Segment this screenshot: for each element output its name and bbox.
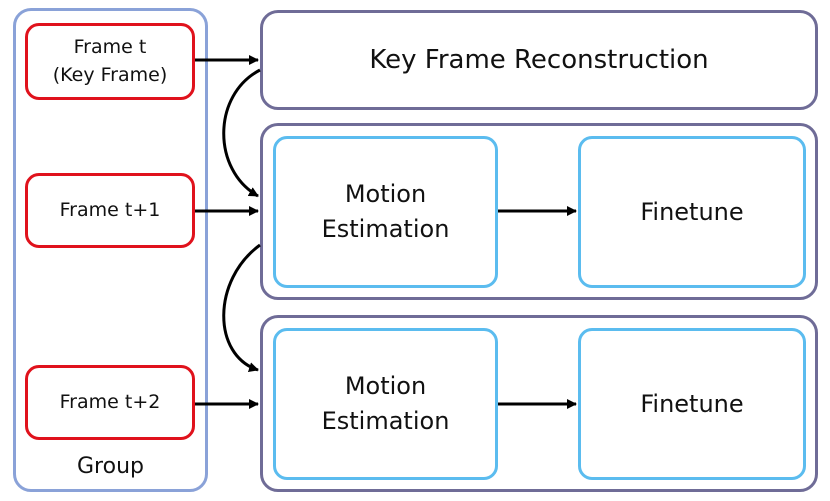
motion-estimation-1-line2: Estimation (321, 215, 450, 243)
key-frame-reconstruction-label: Key Frame Reconstruction (369, 45, 709, 75)
finetune-2-label: Finetune (640, 389, 744, 418)
group-box: Group (13, 8, 208, 492)
frame-t-label: Frame t (73, 35, 147, 58)
finetune-2-box: Finetune (578, 328, 806, 480)
frame-t2-box: Frame t+2 (25, 365, 195, 440)
motion-estimation-2-box: Motion Estimation (273, 328, 498, 480)
arrow-stage-1-to-stage-2 (222, 243, 261, 372)
frame-t1-label: Frame t+1 (59, 198, 161, 221)
motion-estimation-2-line1: Motion (344, 372, 427, 401)
motion-estimation-2-line2: Estimation (321, 407, 450, 435)
frame-t2-label: Frame t+2 (59, 390, 161, 413)
arrow-key-frame-to-stage-1 (222, 68, 261, 198)
group-label: Group (77, 454, 144, 479)
key-frame-reconstruction-box: Key Frame Reconstruction (260, 10, 818, 110)
finetune-1-box: Finetune (578, 136, 806, 288)
motion-estimation-1-line1: Motion (344, 180, 427, 209)
finetune-1-label: Finetune (640, 197, 744, 226)
frame-t-box: Frame t (Key Frame) (25, 23, 195, 100)
frame-t-sublabel: (Key Frame) (52, 63, 168, 86)
stage-2-box (260, 315, 818, 492)
frame-t1-box: Frame t+1 (25, 173, 195, 248)
stage-1-box (260, 123, 818, 300)
motion-estimation-1-box: Motion Estimation (273, 136, 498, 288)
